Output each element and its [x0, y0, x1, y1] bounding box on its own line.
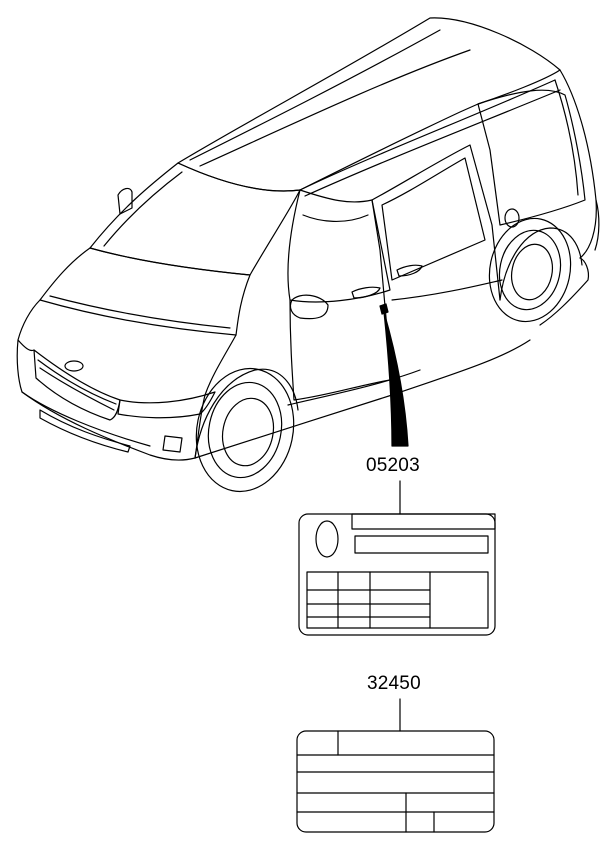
part-number-32450[interactable]: 32450: [367, 673, 421, 694]
label-location-pointer: [379, 303, 409, 447]
label-32450-drawing: [296, 730, 495, 833]
minivan-illustration: [16, 17, 600, 493]
label-05203-drawing: [298, 513, 496, 636]
part-number-05203[interactable]: 05203: [366, 455, 420, 476]
